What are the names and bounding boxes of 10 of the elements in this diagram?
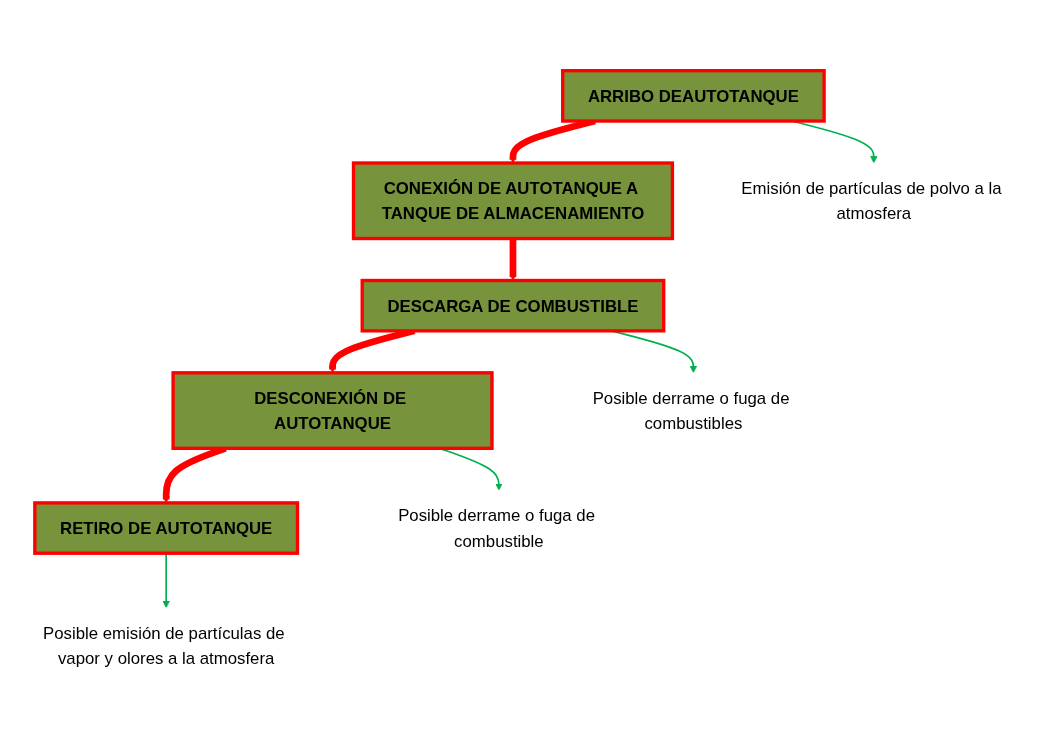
node-text: Emisión de partículas de polvo a la atmosfera — [741, 178, 1002, 223]
node-box: RETIRO DE AUTOTANQUE — [33, 501, 300, 555]
node-box: DESCONEXIÓN DE AUTOTANQUE — [171, 371, 494, 450]
node-box: DESCARGA DE COMBUSTIBLE — [360, 278, 666, 333]
node-text: Posible emisión de partículas de vapor y olores a la atmosfera — [43, 623, 285, 668]
node-box: ARRIBO DEAUTOTANQUE — [561, 69, 826, 123]
node-text: Posible derrame o fuga de combustibles — [592, 388, 790, 433]
node-box: CONEXIÓN DE AUTOTANQUE A TANQUE DE ALMACENAMIENTO — [351, 161, 675, 241]
node-text: Posible derrame o fuga de combustible — [398, 506, 596, 550]
arrow — [509, 238, 517, 281]
